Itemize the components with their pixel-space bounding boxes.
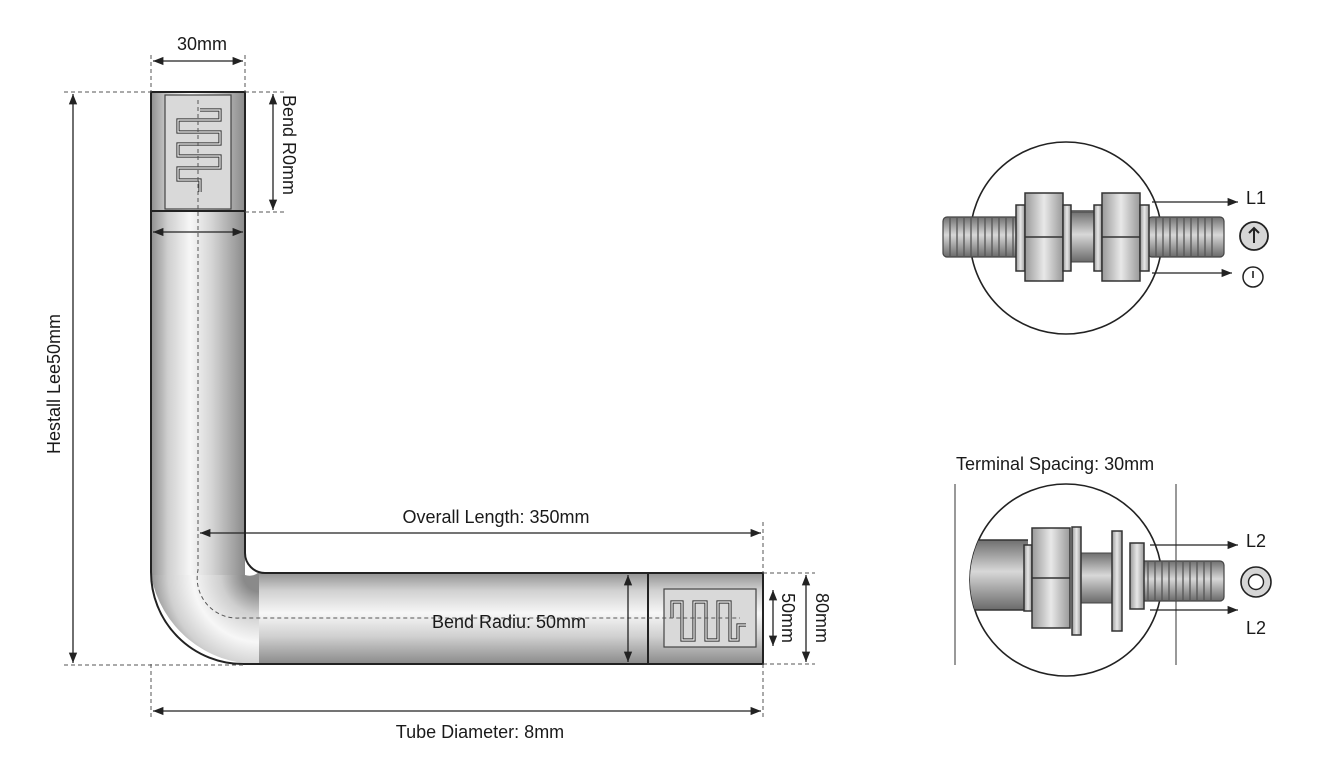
power-circle-icon	[1242, 266, 1264, 288]
terminal-l2-top-label: L2	[1246, 531, 1266, 551]
tube-diameter-label: Tube Diameter: 8mm	[396, 722, 564, 742]
dimension-top-width: 30mm	[150, 34, 246, 92]
washer-ring-icon	[1240, 566, 1272, 598]
bend-top-label: Bend R0mm	[279, 95, 299, 195]
arrow-circle-icon	[1239, 221, 1269, 251]
installed-length-label: Hestall Lee50mm	[44, 314, 64, 454]
terminal-l1-label: L1	[1246, 188, 1266, 208]
end-outer-label: 80mm	[812, 593, 832, 643]
dimension-bend-radius: Bend Radiu: 50mm	[432, 575, 633, 662]
dimension-overall-length: Overall Length: 350mm	[200, 507, 764, 573]
bend-radius-label: Bend Radiu: 50mm	[432, 612, 586, 632]
end-inner-label: 50mm	[778, 593, 798, 643]
heater-tube	[150, 91, 764, 665]
dimension-end-heights: 50mm 80mm	[763, 572, 832, 665]
terminal-spacing-label: Terminal Spacing: 30mm	[956, 454, 1154, 474]
overall-length-label: Overall Length: 350mm	[402, 507, 589, 527]
dimension-bend-top: Bend R0mm	[245, 91, 299, 213]
terminal-detail-lower: Terminal Spacing: 30mm L2 L2	[954, 454, 1272, 677]
terminal-detail-upper: L1	[942, 141, 1269, 335]
top-width-label: 30mm	[177, 34, 227, 54]
dimension-installed-length: Hestall Lee50mm	[44, 91, 243, 666]
dimension-tube-diameter: Tube Diameter: 8mm	[150, 664, 764, 742]
terminal-l2-bottom-label: L2	[1246, 618, 1266, 638]
